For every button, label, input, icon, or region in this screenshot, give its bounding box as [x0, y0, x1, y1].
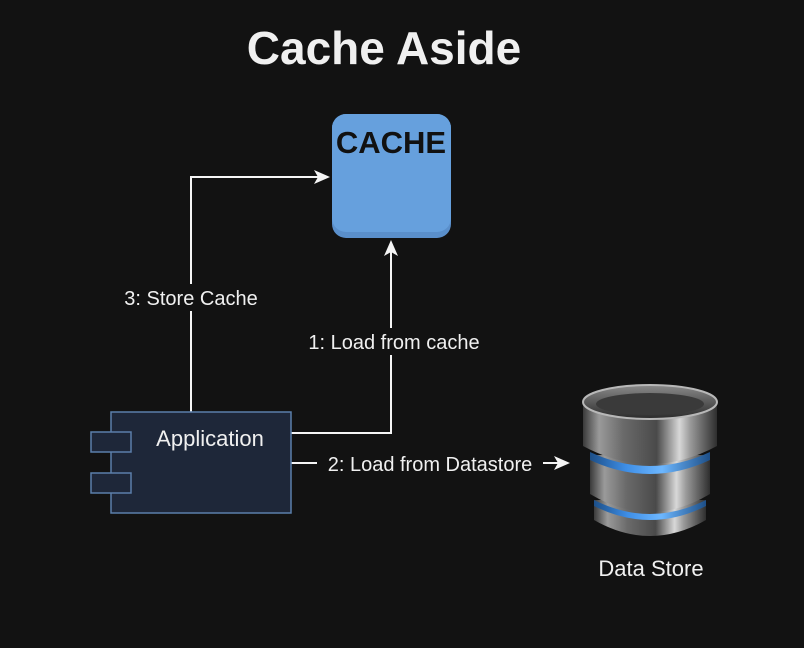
diagram-title: Cache Aside — [247, 22, 521, 74]
edge-load-from-datastore-label-bg — [317, 451, 543, 477]
edge-load-from-cache-line — [291, 252, 392, 434]
cache-node[interactable]: CACHE — [332, 114, 451, 238]
component-port-bottom-icon — [90, 472, 132, 494]
cache-node-box — [332, 114, 451, 232]
edge-load-from-cache-label: 1: Load from cache — [308, 332, 479, 354]
database-icon — [582, 384, 718, 536]
edge-load-from-cache-arrowhead — [384, 240, 398, 256]
component-port-top-icon — [90, 431, 132, 453]
edge-load-from-datastore-arrowhead — [554, 456, 570, 470]
edge-store-cache-line — [190, 176, 318, 412]
edge-store-cache-label-bg — [113, 284, 269, 311]
database-lid-inner — [596, 393, 704, 415]
application-node-box — [110, 411, 292, 514]
edge-load-from-datastore: 2: Load from Datastore — [291, 451, 570, 477]
edge-load-from-datastore-label: 2: Load from Datastore — [328, 454, 533, 476]
cache-node-label: CACHE — [336, 125, 446, 160]
edge-store-cache-arrowhead — [314, 170, 330, 184]
application-node[interactable]: Application — [90, 411, 292, 514]
edge-store-cache: 3: Store Cache — [113, 170, 330, 412]
datastore-node-label: Data Store — [598, 556, 703, 581]
edge-load-from-cache: 1: Load from cache — [291, 240, 490, 434]
database-band-bottom — [594, 500, 706, 520]
edge-store-cache-label: 3: Store Cache — [124, 288, 257, 310]
datastore-node[interactable]: Data Store — [582, 384, 718, 581]
application-node-label: Application — [156, 426, 264, 451]
database-disk-top — [583, 403, 717, 464]
database-band-middle — [590, 452, 710, 474]
edge-load-from-cache-label-bg — [298, 328, 490, 355]
